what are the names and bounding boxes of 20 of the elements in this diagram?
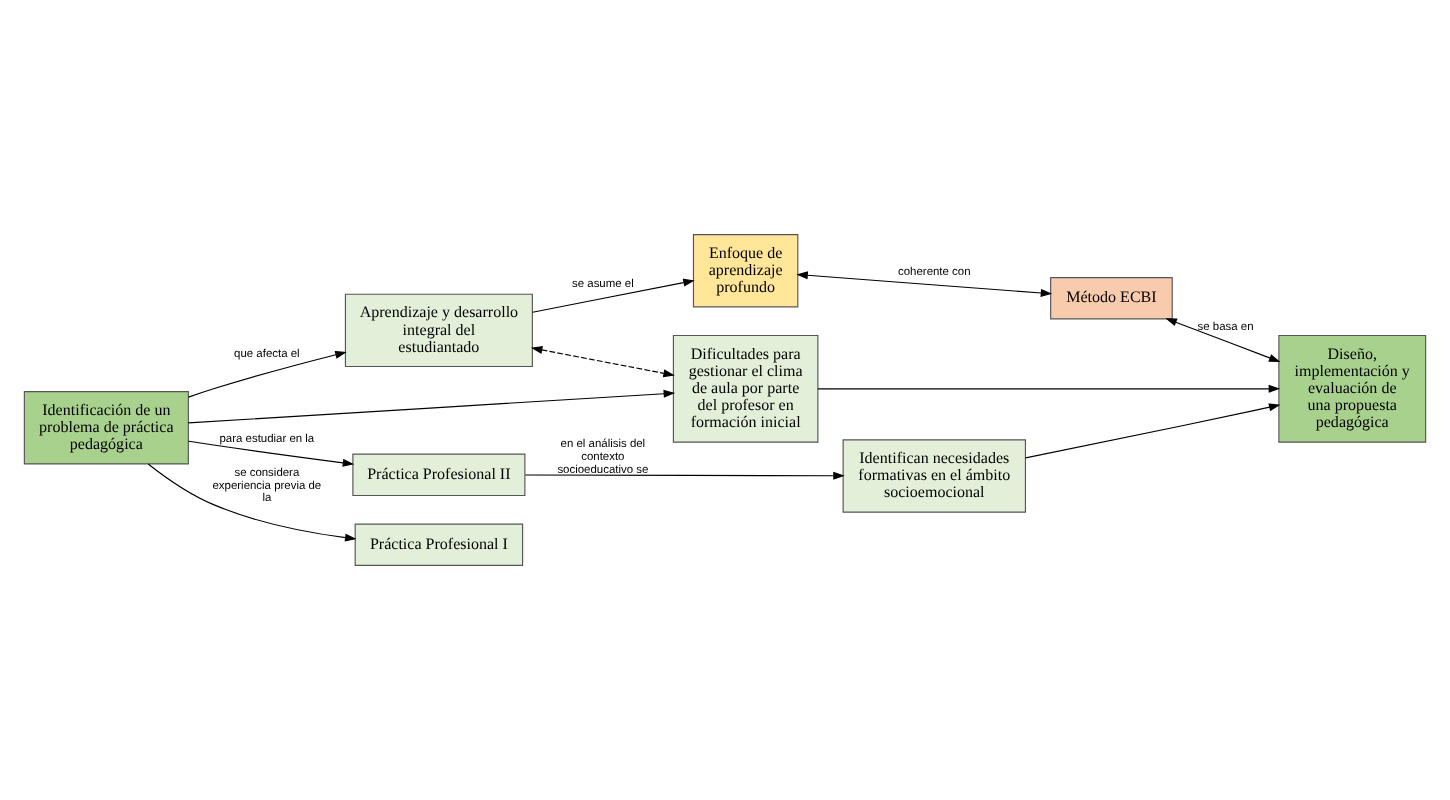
arrow — [817, 384, 1281, 393]
node-box: Práctica Profesional I — [354, 523, 524, 566]
node-box: Diseño, implementación y evaluación de una propuesta pedagógica — [1278, 334, 1427, 443]
arrow — [187, 440, 355, 467]
node-box: Práctica Profesional II — [352, 453, 526, 497]
arrow — [188, 350, 347, 398]
arrow — [796, 271, 1053, 297]
node-box: Método ECBI — [1050, 277, 1173, 320]
node-box: Dificultades para gestionar el clima de aula por parte del profesor en formación inicial — [672, 334, 819, 443]
arrow — [147, 463, 357, 542]
node-box: Identificación de un problema de práctica pedagógica — [23, 391, 189, 465]
arrow — [1025, 403, 1281, 459]
node-box: Aprendizaje y desarrollo integral del estudiantado — [344, 293, 533, 368]
arrow — [1165, 318, 1281, 362]
arrow — [532, 278, 695, 313]
node-box: Identifican necesidades formativas en el ámbito socioemocional — [842, 439, 1026, 513]
arrow — [187, 389, 676, 424]
arrow — [530, 346, 675, 378]
node-box: Enfoque de aprendizaje profundo — [692, 234, 799, 308]
arrow — [524, 471, 845, 480]
